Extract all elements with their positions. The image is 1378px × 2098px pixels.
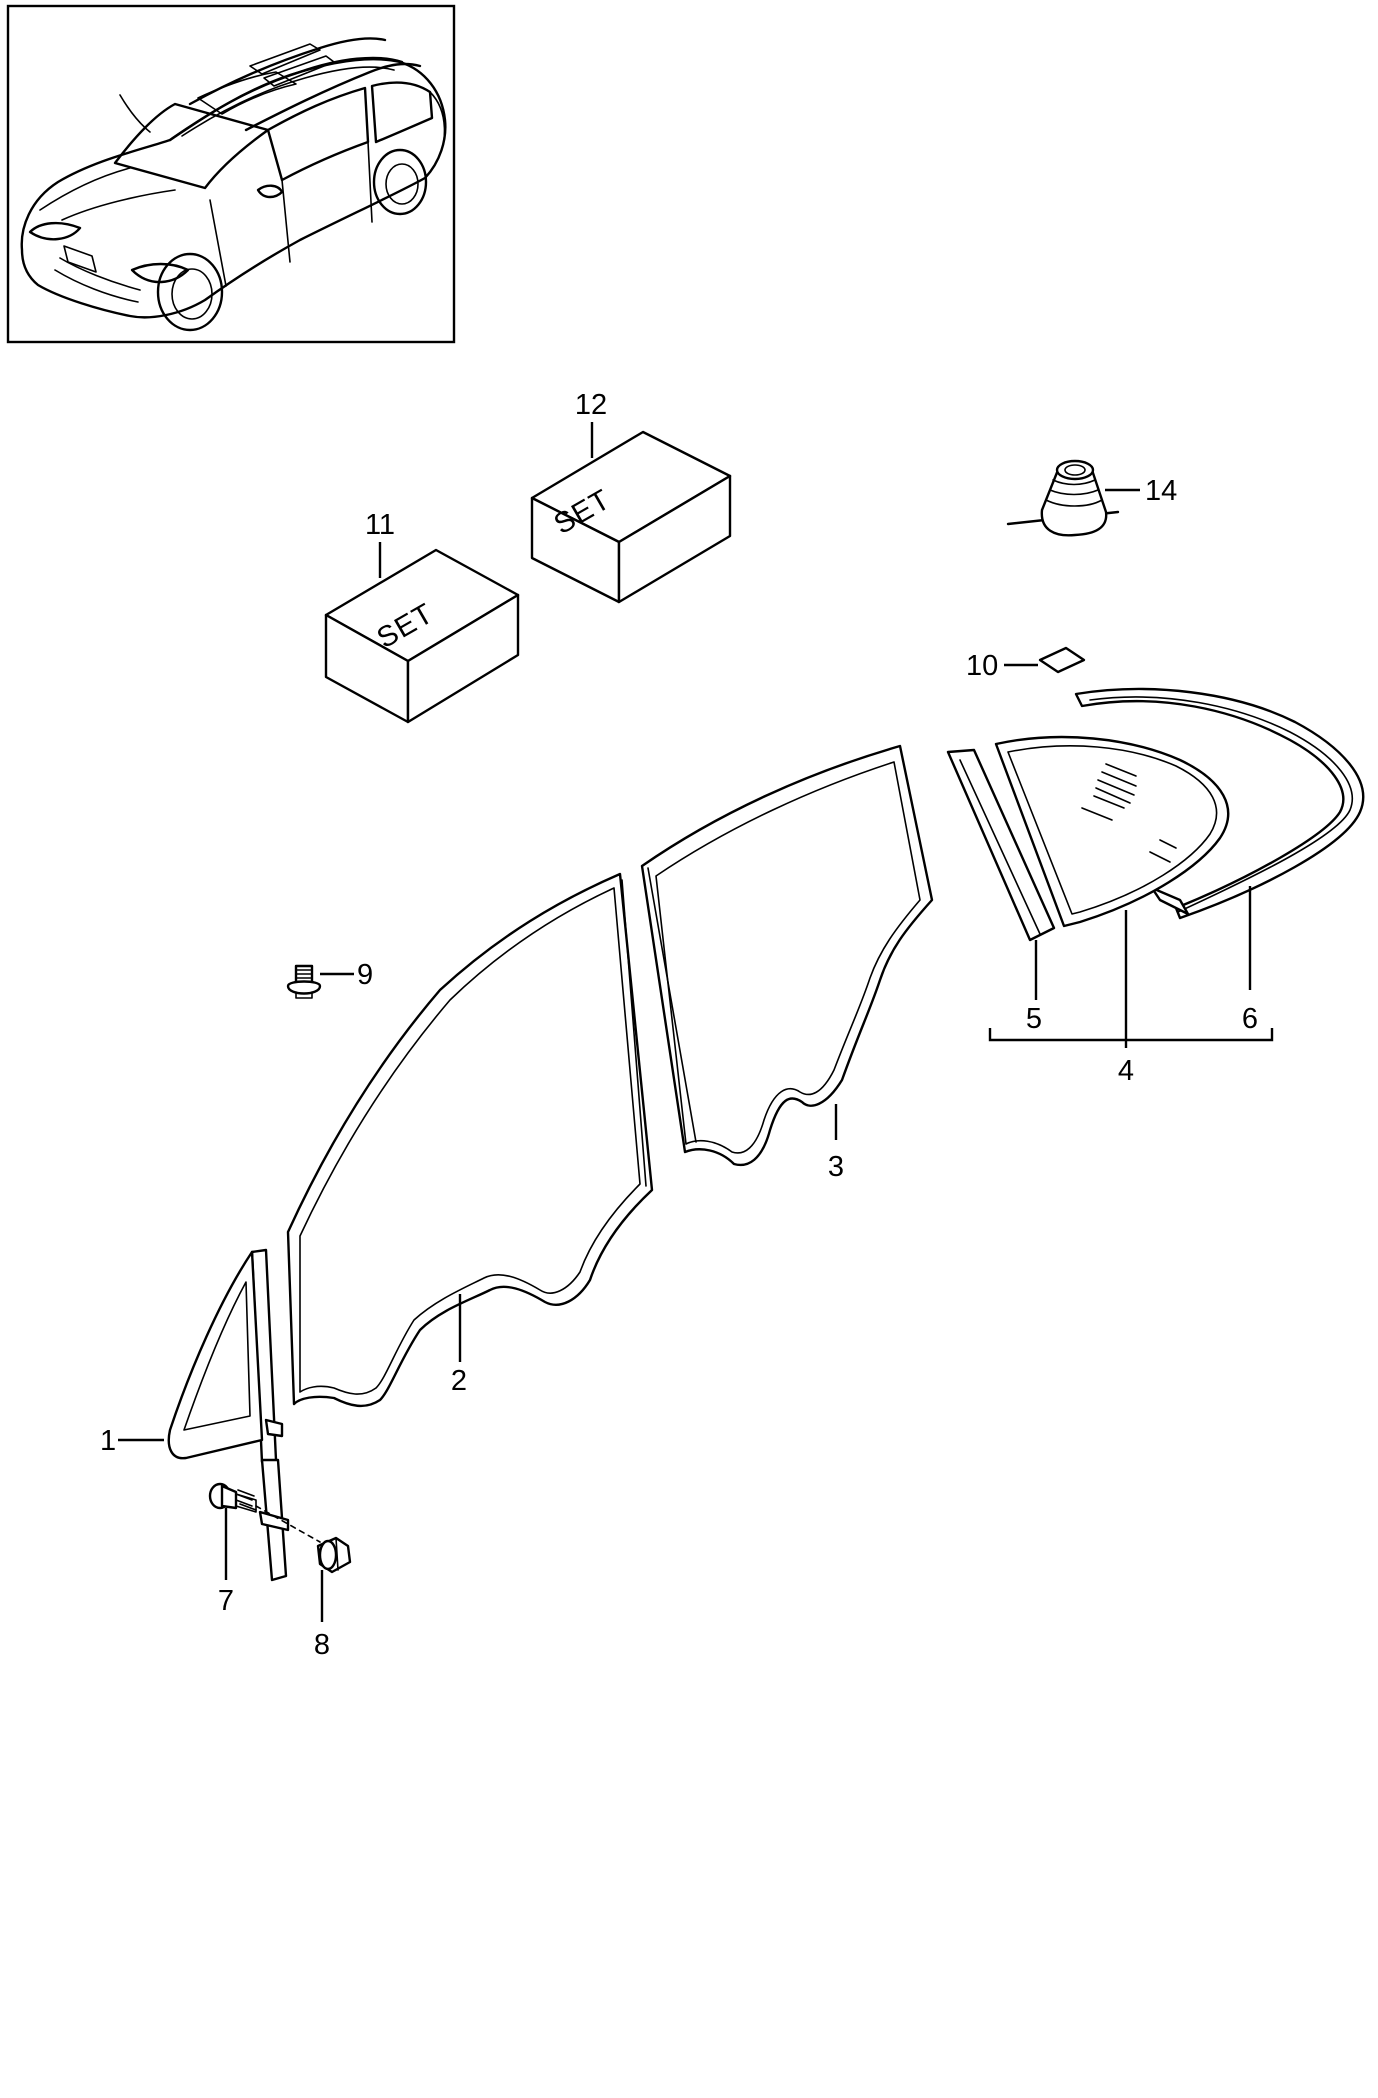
part-4-quarter-glass [994,735,1230,928]
part-14-grommet [1006,459,1120,537]
bracket-4 [988,1028,1274,1042]
part-5-pillar-trim [946,748,1056,942]
part-7-bolt [208,1482,257,1513]
callout-14[interactable]: 14 [1145,475,1177,507]
callout-7[interactable]: 7 [218,1585,234,1617]
callout-4[interactable]: 4 [1118,1055,1134,1087]
part-9-bolt [286,964,322,999]
part-12-set-box: SET [530,430,732,604]
callout-11[interactable]: 11 [365,509,395,541]
callout-3[interactable]: 3 [828,1151,844,1183]
suv-illustration [20,37,447,332]
callout-2[interactable]: 2 [451,1365,467,1397]
part-10-pad [1038,646,1086,674]
callout-9[interactable]: 9 [357,959,373,991]
assembly-dashline [255,1505,321,1543]
vehicle-overview [6,4,456,344]
callout-1[interactable]: 1 [100,1425,116,1457]
quarter-glass-marking [1081,763,1177,863]
callout-12[interactable]: 12 [575,389,607,421]
callout-10[interactable]: 10 [966,650,998,682]
part-3-rear-door-glass [640,744,934,1167]
part-1-vent-glass [167,1248,290,1582]
overview-frame [6,4,456,344]
part-2-front-door-glass [286,872,654,1408]
callout-5[interactable]: 5 [1026,1003,1042,1035]
callout-6[interactable]: 6 [1242,1003,1258,1035]
part-8-nut [316,1536,352,1574]
part-6-seal-strip [1074,687,1365,920]
callout-8[interactable]: 8 [314,1629,330,1661]
part-11-set-box: SET [324,548,520,724]
